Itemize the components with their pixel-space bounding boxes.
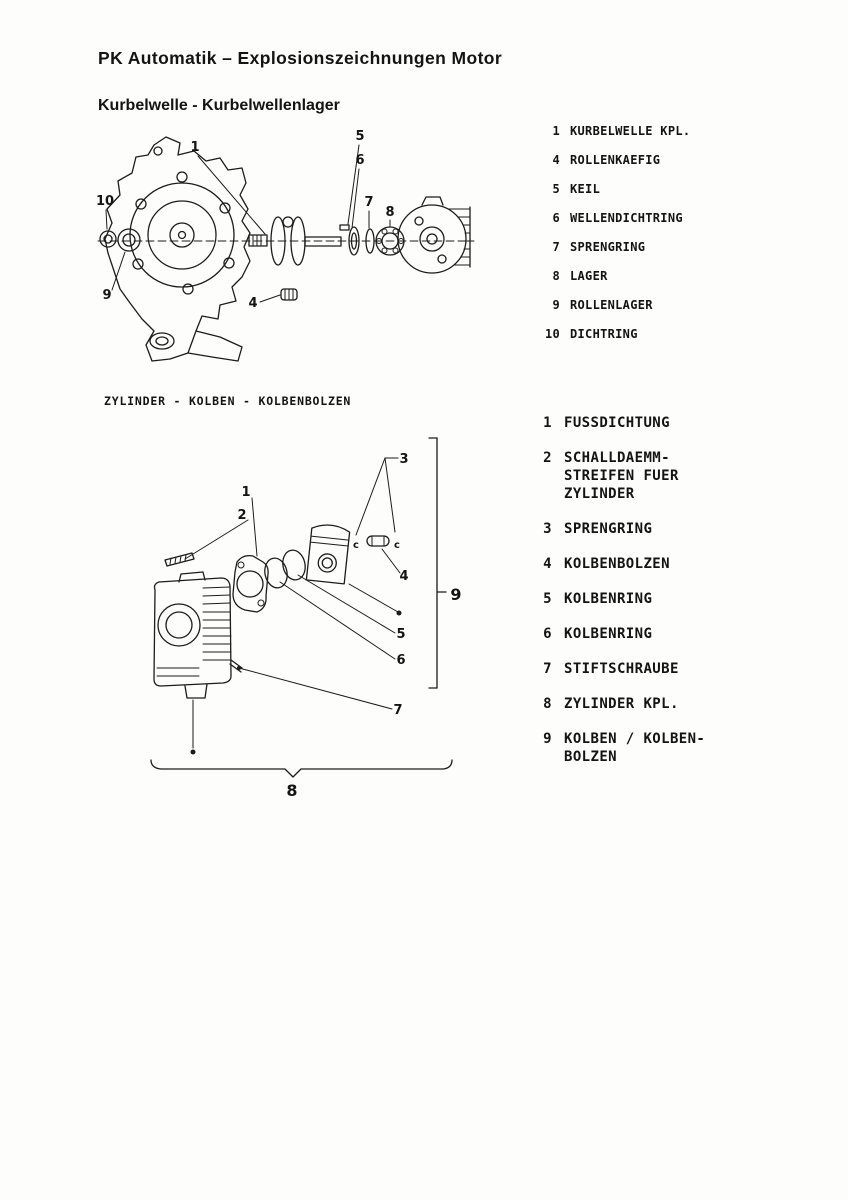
part-number: 8 bbox=[543, 696, 552, 712]
piston-pin-drawing bbox=[366, 535, 390, 547]
part-row: 4 KOLBENBOLZEN bbox=[538, 555, 705, 573]
part-number: 5 bbox=[552, 182, 560, 196]
section-heading-crankshaft: Kurbelwelle - Kurbelwellenlager bbox=[98, 97, 340, 114]
piston-rings-drawing bbox=[264, 549, 306, 589]
part-label: ROLLENLAGER bbox=[570, 298, 653, 312]
exploded-diagram-crankshaft: 1 5 6 7 8 10 9 4 bbox=[96, 129, 475, 362]
part-number: 9 bbox=[543, 731, 552, 747]
part-number: 4 bbox=[543, 556, 552, 572]
part-row: 7 STIFTSCHRAUBE bbox=[538, 660, 705, 678]
part-number: 2 bbox=[543, 450, 552, 466]
oil-seal-and-roller-bearing-drawing bbox=[99, 228, 141, 252]
crankcase-drawing bbox=[104, 136, 251, 362]
part-label: KOLBENBOLZEN bbox=[564, 556, 670, 572]
part-label: ROLLENKAEFIG bbox=[570, 153, 661, 167]
part-number: 3 bbox=[543, 521, 552, 537]
group-bracket-cylinder bbox=[150, 699, 453, 778]
callout-4: 4 bbox=[399, 569, 408, 584]
callout-leaders bbox=[105, 144, 391, 303]
part-label: KOLBEN / KOLBEN- BOLZEN bbox=[564, 731, 706, 765]
part-row: 5 KEIL bbox=[540, 180, 690, 198]
part-row: 10 DICHTRING bbox=[540, 325, 690, 343]
cylinder-drawing bbox=[153, 571, 243, 699]
callout-1: 1 bbox=[241, 485, 250, 500]
page-title: PK Automatik – Explosionszeichnungen Mot… bbox=[98, 48, 503, 68]
part-number: 8 bbox=[552, 269, 560, 283]
callout-4: 4 bbox=[248, 296, 257, 311]
part-number: 6 bbox=[543, 626, 552, 642]
callout-leaders bbox=[184, 457, 402, 710]
part-label: KOLBENRING bbox=[564, 626, 653, 642]
callout-6: 6 bbox=[355, 153, 364, 168]
callout-6: 6 bbox=[396, 653, 405, 668]
part-label: WELLENDICHTRING bbox=[570, 211, 683, 225]
woodruff-key-drawing bbox=[339, 224, 350, 231]
part-number: 6 bbox=[552, 211, 560, 225]
part-row: 3 SPRENGRING bbox=[538, 520, 705, 538]
part-number: 1 bbox=[552, 124, 560, 138]
part-number: 1 bbox=[543, 415, 552, 431]
part-number: 7 bbox=[543, 661, 552, 677]
callout-5: 5 bbox=[355, 129, 364, 144]
snap-ring-drawing bbox=[365, 228, 375, 254]
callout-9: 9 bbox=[102, 288, 111, 303]
part-number: 7 bbox=[552, 240, 560, 254]
part-number: 5 bbox=[543, 591, 552, 607]
part-row: 1 FUSSDICHTUNG bbox=[538, 414, 705, 432]
callout-10: 10 bbox=[96, 194, 114, 209]
callout-7: 7 bbox=[393, 703, 402, 718]
part-label: LAGER bbox=[570, 269, 608, 283]
part-label: DICHTRING bbox=[570, 327, 638, 341]
seal-ring-drawing bbox=[348, 226, 360, 256]
circlip-left-mark: c bbox=[353, 540, 359, 551]
base-gasket-drawing bbox=[232, 554, 269, 613]
callout-2: 2 bbox=[237, 508, 246, 523]
part-row: 8 ZYLINDER KPL. bbox=[538, 695, 705, 713]
part-row: 2 SCHALLDAEMM- STREIFEN FUER ZYLINDER bbox=[538, 449, 705, 503]
section-heading-cylinder: ZYLINDER - KOLBEN - KOLBENBOLZEN bbox=[104, 394, 352, 408]
part-label: KOLBENRING bbox=[564, 591, 653, 607]
part-number: 9 bbox=[552, 298, 560, 312]
part-row: 1 KURBELWELLE KPL. bbox=[540, 122, 690, 140]
part-row: 7 SPRENGRING bbox=[540, 238, 690, 256]
exploded-diagram-cylinder: c c 3 bbox=[150, 437, 462, 800]
part-label: KURBELWELLE KPL. bbox=[570, 124, 691, 138]
crankshaft-drawing bbox=[248, 216, 342, 266]
callout-1: 1 bbox=[190, 140, 199, 155]
stator-cover-drawing bbox=[397, 196, 471, 274]
part-row: 9 KOLBEN / KOLBEN- BOLZEN bbox=[538, 730, 705, 766]
part-label: KEIL bbox=[570, 182, 601, 196]
part-label: SPRENGRING bbox=[564, 521, 653, 537]
callout-8: 8 bbox=[385, 205, 394, 220]
circlip-right-mark: c bbox=[394, 540, 400, 551]
part-row: 6 KOLBENRING bbox=[538, 625, 705, 643]
part-label: SPRENGRING bbox=[570, 240, 646, 254]
part-row: 8 LAGER bbox=[540, 267, 690, 285]
part-number: 4 bbox=[552, 153, 560, 167]
parts-list-cylinder: 1 FUSSDICHTUNG 2 SCHALLDAEMM- STREIFEN FUE… bbox=[538, 414, 705, 783]
part-label: SCHALLDAEMM- STREIFEN FUER ZYLINDER bbox=[564, 450, 679, 502]
callout-3: 3 bbox=[399, 452, 408, 467]
group-bracket-piston bbox=[428, 437, 447, 689]
callout-7: 7 bbox=[364, 195, 373, 210]
roller-cage-drawing bbox=[280, 288, 298, 301]
callout-8: 8 bbox=[286, 781, 297, 800]
part-label: ZYLINDER KPL. bbox=[564, 696, 679, 712]
callout-9: 9 bbox=[450, 585, 461, 604]
part-label: STIFTSCHRAUBE bbox=[564, 661, 679, 677]
part-row: 6 WELLENDICHTRING bbox=[540, 209, 690, 227]
damping-strip-drawing bbox=[164, 552, 195, 567]
part-label: FUSSDICHTUNG bbox=[564, 415, 670, 431]
part-row: 4 ROLLENKAEFIG bbox=[540, 151, 690, 169]
piston-drawing bbox=[305, 524, 351, 585]
part-row: 9 ROLLENLAGER bbox=[540, 296, 690, 314]
callout-5: 5 bbox=[396, 627, 405, 642]
part-number: 10 bbox=[544, 327, 560, 341]
part-row: 5 KOLBENRING bbox=[538, 590, 705, 608]
